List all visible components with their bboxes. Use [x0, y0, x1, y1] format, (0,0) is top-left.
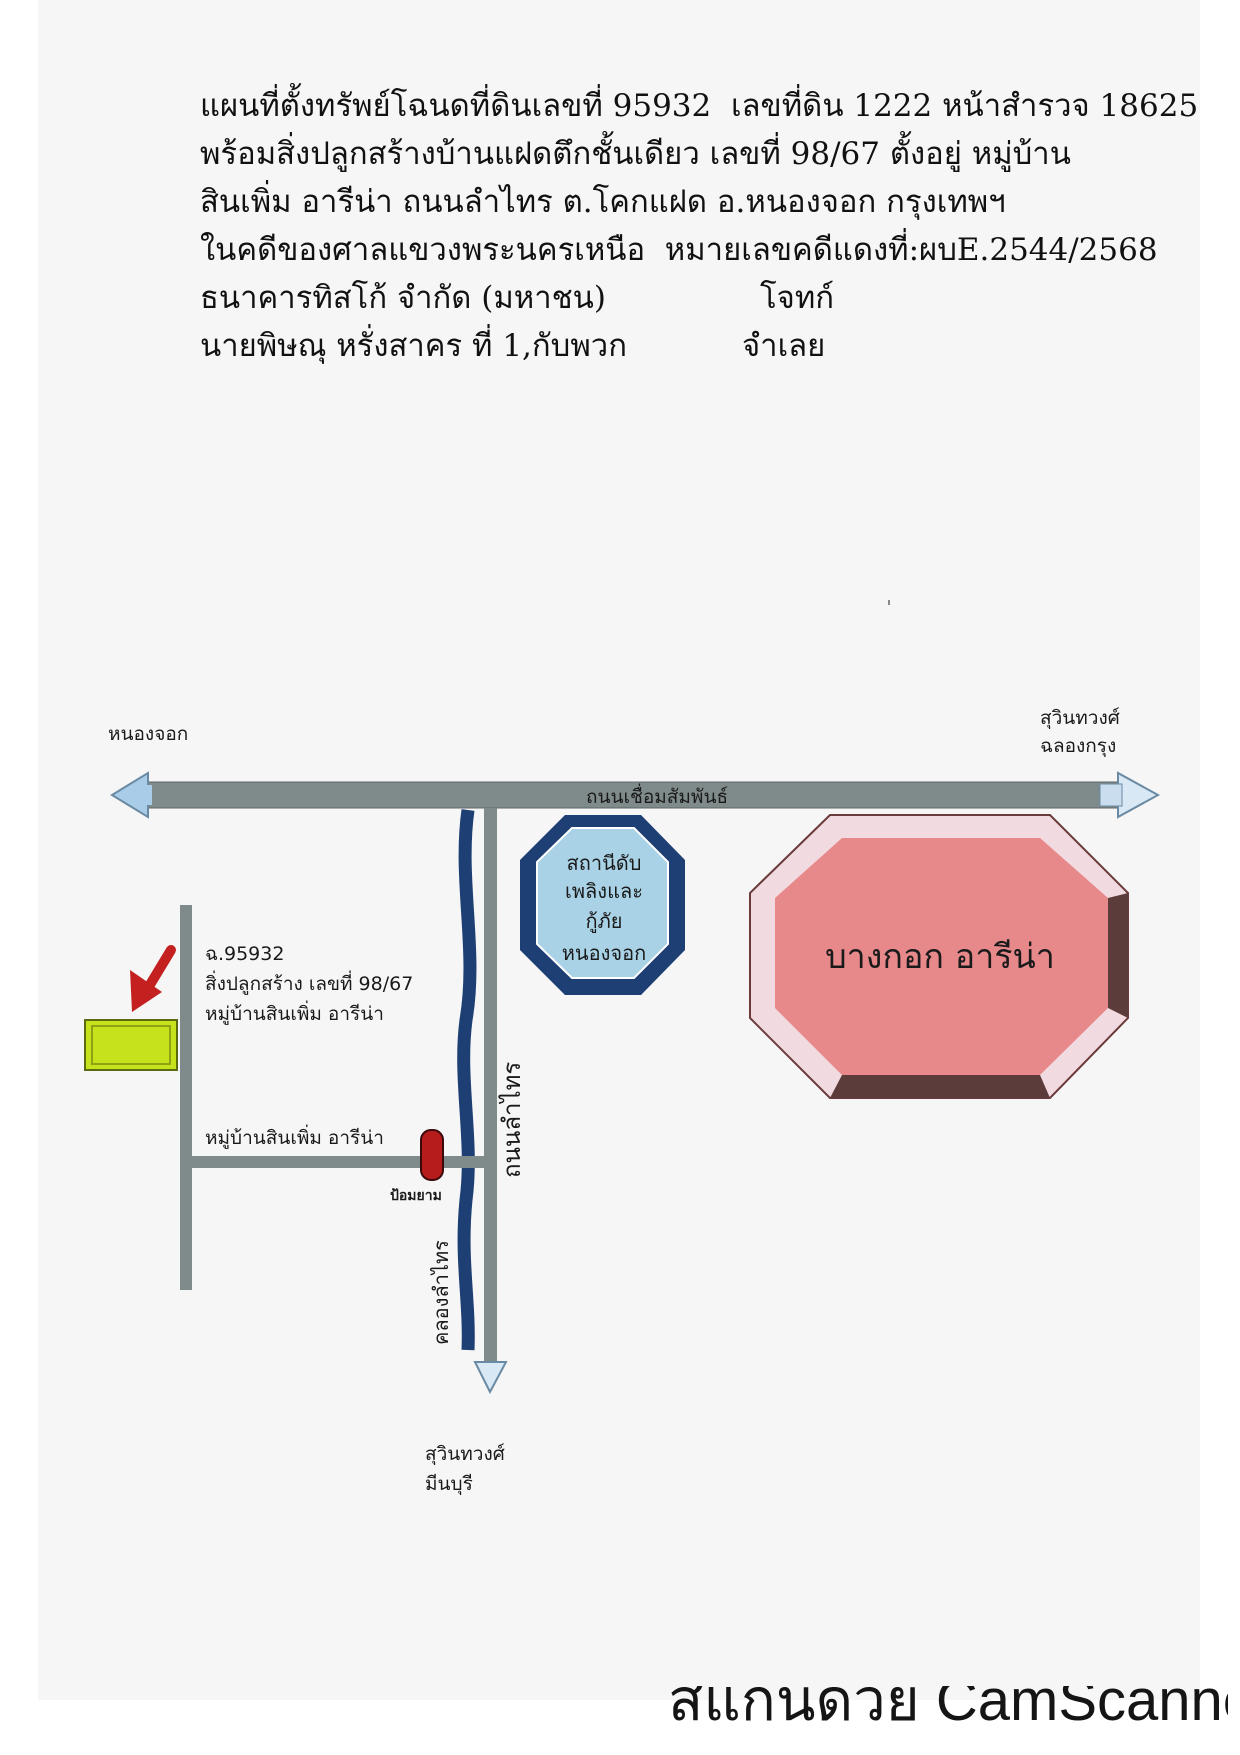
fire-station-label-2: เพลิงและ: [565, 879, 643, 903]
direction-east-line-2: ฉลองกรุง: [1040, 735, 1116, 758]
plaintiff-row: ธนาคารทิสโก้ จำกัด (มหาชน) โจทก์: [200, 274, 1200, 322]
property-plot: [84, 1019, 178, 1071]
camscanner-text: สแกนด้วย CamScanner: [668, 1686, 1228, 1733]
header-line-4: ในคดีของศาลแขวงพระนครเหนือ หมายเลขคดีแดง…: [200, 232, 1158, 268]
direction-south-line-2: มีนบุรี: [425, 1473, 473, 1496]
main-road: [144, 781, 1126, 809]
bangkok-arena-label: บางกอก อารีน่า: [825, 937, 1055, 977]
scan-speck: [888, 600, 890, 605]
pointer-arrow-shaft: [143, 945, 176, 993]
camscanner-watermark: สแกนด้วย CamScanner: [668, 1686, 1228, 1746]
main-road-label: ถนนเชื่อมสัมพันธ์: [586, 783, 728, 808]
property-label-1: ฉ.95932: [205, 943, 284, 965]
plaintiff-name: ธนาคารทิสโก้ จำกัด (มหาชน): [200, 280, 606, 316]
village-road-label: หมู่บ้านสินเพิ่ม อารีน่า: [205, 1124, 384, 1149]
bangkok-arena-inner: [775, 838, 1108, 1075]
village-main-road: [180, 905, 192, 1290]
plaintiff-role: โจทก์: [760, 280, 835, 316]
bangkok-arena-bottom-bevel: [830, 1075, 1050, 1098]
property-label-2: สิ่งปลูกสร้าง เลขที่ 98/67: [205, 970, 413, 995]
pointer-arrow-head: [130, 970, 162, 1012]
direction-east-line-1: สุวินทวงศ์: [1040, 707, 1120, 730]
header-line-3: สินเพิ่ม อารีน่า ถนนลำไทร ต.โคกแฝด อ.หนอ…: [200, 184, 1006, 220]
direction-west-label: หนองจอก: [108, 723, 188, 745]
east-arrow-head: [1117, 771, 1161, 819]
police-box-label: ป้อมยาม: [390, 1188, 442, 1204]
property-plot-inner: [91, 1025, 171, 1065]
fire-station-inner: [536, 827, 669, 979]
bangkok-arena-right-bevel: [1108, 893, 1128, 1018]
property-label-3: หมู่บ้านสินเพิ่ม อารีน่า: [205, 1000, 384, 1025]
defendant-role: จำเลย: [742, 328, 826, 364]
header-line-2: พร้อมสิ่งปลูกสร้างบ้านแฝดตึกชั้นเดียว เล…: [200, 136, 1071, 172]
fire-station-label-4: หนองจอก: [562, 941, 646, 965]
defendant-row: นายพิษณุ หรั่งสาคร ที่ 1,กับพวก จำเลย: [200, 322, 1200, 370]
lam-sai-road: [484, 808, 497, 1363]
south-arrow-head: [473, 1361, 508, 1395]
lam-sai-canal: [457, 809, 477, 1351]
village-connector-road: [192, 1156, 484, 1168]
header-line-1: แผนที่ตั้งทรัพย์โฉนดที่ดินเลขที่ 95932 เ…: [200, 88, 1199, 124]
fire-station-label-1: สถานีดับ: [567, 851, 642, 875]
police-box-icon: [420, 1129, 444, 1181]
lam-sai-canal-label: คลองลำไทร: [429, 1240, 453, 1345]
fire-station-label-3: กู้ภัย: [585, 909, 622, 934]
direction-south-line-1: สุวินทวงศ์: [425, 1443, 505, 1466]
defendant-name: นายพิษณุ หรั่งสาคร ที่ 1,กับพวก: [200, 328, 627, 364]
lam-sai-road-label: ถนนลำไทร: [498, 1062, 526, 1178]
west-arrow-tail: [144, 785, 152, 805]
east-arrow-tail: [1099, 783, 1123, 807]
west-arrow-head: [110, 771, 149, 819]
document-header: แผนที่ตั้งทรัพย์โฉนดที่ดินเลขที่ 95932 เ…: [200, 82, 1200, 370]
